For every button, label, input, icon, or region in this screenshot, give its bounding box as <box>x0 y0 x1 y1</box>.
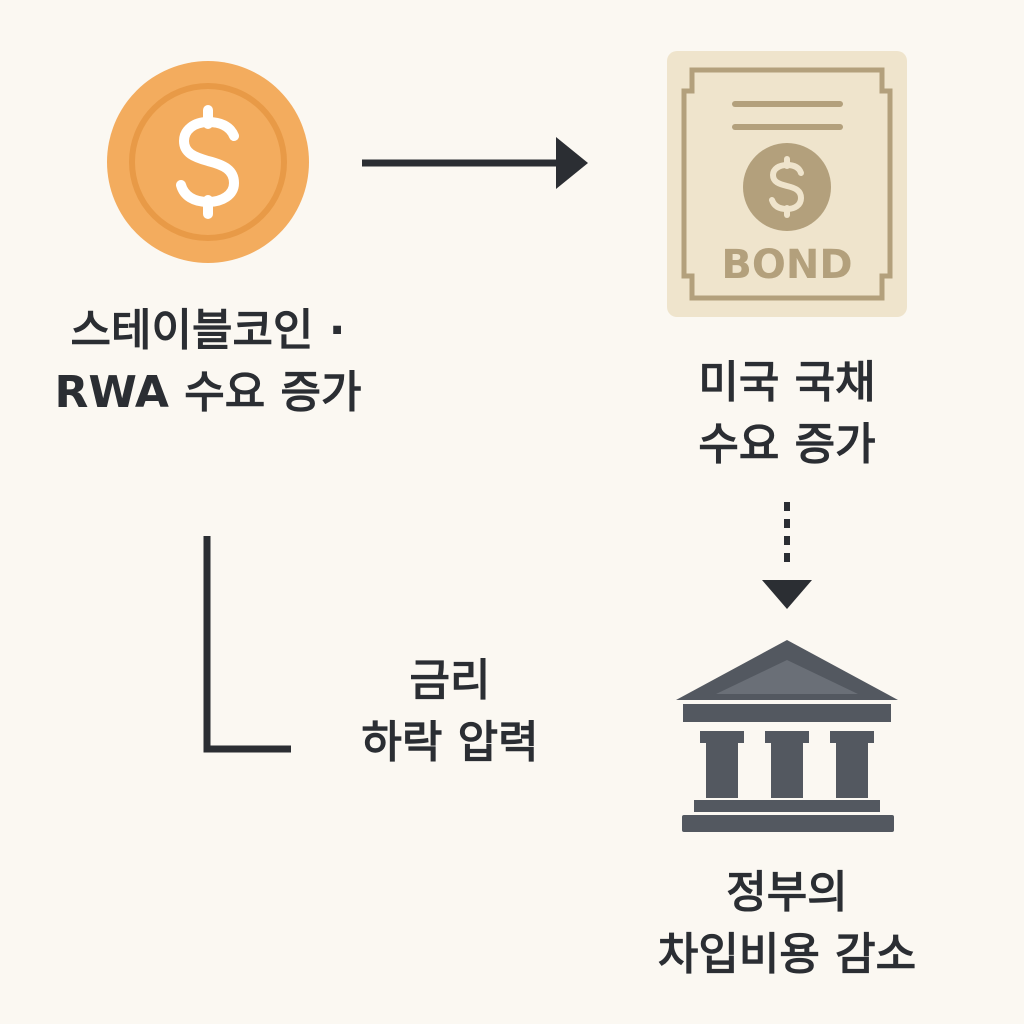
treasury-label: 미국 국채 수요 증가 <box>607 352 967 476</box>
government-label-line1: 정부의 <box>726 867 848 918</box>
treasury-label-line2: 수요 증가 <box>698 419 876 470</box>
stablecoin-label-line2: RWA 수요 증가 <box>54 367 362 418</box>
arrow-stablecoin-to-treasury <box>362 137 588 189</box>
stablecoin-label-line1: 스테이블코인 · <box>70 305 346 356</box>
government-label: 정부의 차입비용 감소 <box>597 862 977 986</box>
elbow-connector-to-rates <box>203 536 291 753</box>
arrow-treasury-to-government <box>762 502 812 609</box>
stablecoin-label: 스테이블코인 · RWA 수요 증가 <box>18 300 398 424</box>
rates-label: 금리 하락 압력 <box>310 650 590 774</box>
rates-label-line2: 하락 압력 <box>361 717 539 768</box>
treasury-label-line1: 미국 국채 <box>698 357 876 408</box>
rates-label-line1: 금리 <box>409 655 491 706</box>
bond-label: BOND <box>721 242 852 288</box>
government-label-line2: 차입비용 감소 <box>657 929 917 980</box>
